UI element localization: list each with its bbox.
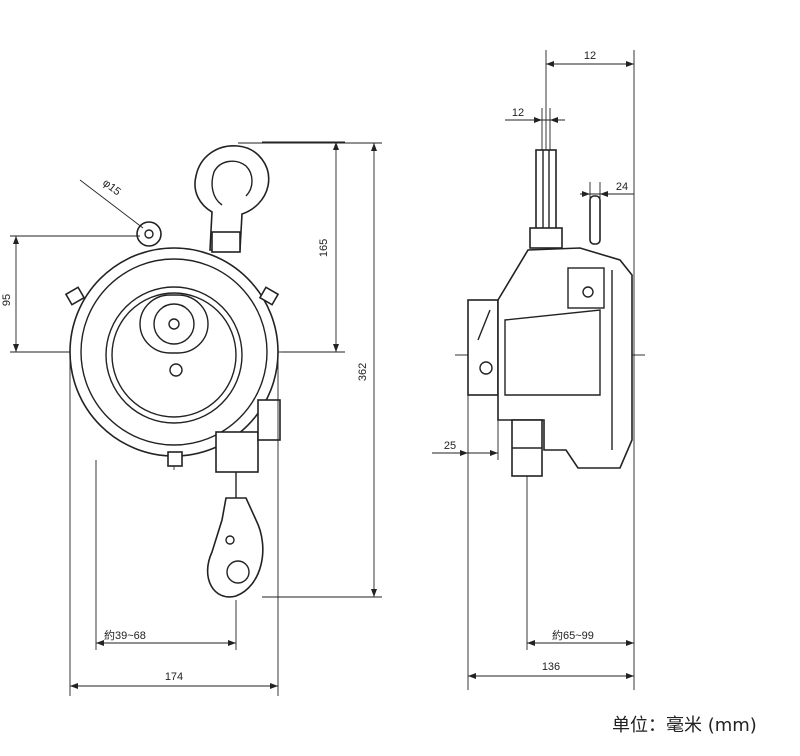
front-view bbox=[28, 145, 300, 598]
dim-pulley-diameter: φ15 bbox=[100, 177, 123, 198]
dim-front-upper-height: 165 bbox=[318, 239, 330, 257]
dim-side-shaft: 12 bbox=[512, 107, 524, 119]
unit-label: 单位：毫米 (mm) bbox=[612, 715, 757, 736]
side-dimensions: 12 12 24 25 約65~99 136 bbox=[432, 50, 635, 690]
housing-inner-ring bbox=[80, 258, 268, 446]
side-bracket-hole bbox=[582, 286, 594, 298]
bottom-hook-eye bbox=[226, 560, 250, 584]
top-shaft bbox=[535, 149, 557, 231]
rear-plate-hole bbox=[479, 361, 493, 375]
dim-hook-range: 約39~68 bbox=[104, 628, 146, 642]
hub-outer bbox=[153, 303, 195, 345]
side-housing bbox=[497, 247, 633, 469]
side-housing-panel bbox=[504, 309, 601, 396]
dim-side-range: 約65~99 bbox=[552, 628, 594, 642]
right-lug bbox=[258, 286, 280, 306]
side-bracket bbox=[567, 267, 605, 309]
hub-center bbox=[168, 318, 180, 330]
dim-side-offset: 25 bbox=[444, 440, 456, 452]
spring-cover bbox=[139, 294, 209, 354]
dim-side-width: 136 bbox=[542, 661, 560, 673]
drum-outer bbox=[105, 286, 243, 424]
cable-guide bbox=[257, 399, 281, 441]
cable-outlet bbox=[215, 431, 259, 473]
safety-pulley-center bbox=[144, 229, 154, 239]
drum-hole bbox=[169, 363, 183, 377]
drum-inner bbox=[111, 292, 237, 418]
top-hook-opening bbox=[211, 160, 253, 206]
dim-side-lug: 24 bbox=[616, 181, 628, 193]
dim-front-left-height: 95 bbox=[1, 294, 13, 306]
safety-pulley bbox=[136, 221, 162, 247]
dim-front-total-height: 362 bbox=[357, 363, 369, 381]
rear-plate bbox=[467, 299, 499, 396]
top-shaft-base bbox=[529, 227, 563, 249]
left-lug bbox=[64, 286, 86, 306]
dim-side-top-width: 12 bbox=[584, 50, 596, 62]
side-lug bbox=[589, 195, 601, 245]
bottom-hook-pin bbox=[225, 535, 235, 545]
top-hook-swivel bbox=[211, 231, 241, 253]
dim-front-width: 174 bbox=[165, 671, 183, 683]
bottom-lug bbox=[167, 451, 183, 467]
side-view bbox=[455, 149, 645, 477]
housing-outer-ring bbox=[69, 247, 279, 457]
